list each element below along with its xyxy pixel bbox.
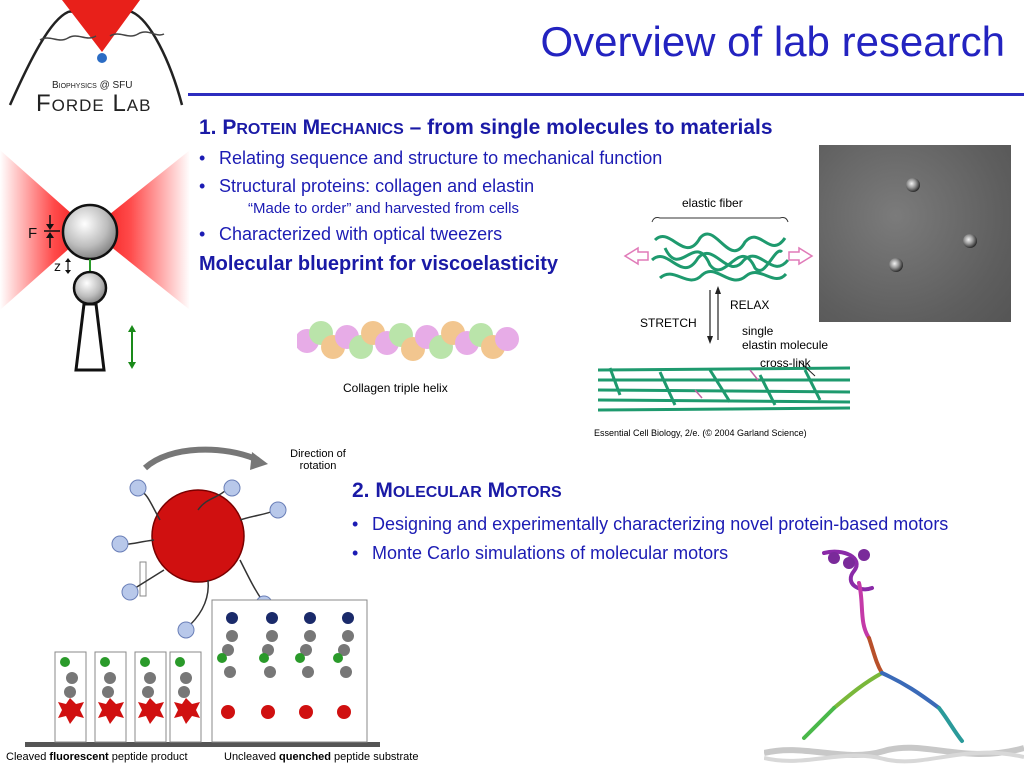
- forde-lab-logo: Biophysics @ SFU Forde Lab: [0, 0, 190, 118]
- direction-label: Direction of rotation: [280, 448, 356, 472]
- elastic-fiber-label: elastic fiber: [682, 196, 743, 210]
- section1-head-rest: – from single molecules to materials: [409, 116, 773, 139]
- section1-bullet-2: Structural proteins: collagen and elasti…: [199, 176, 534, 197]
- section1-head-m: M: [302, 116, 321, 139]
- bead: [889, 258, 903, 272]
- uncleaved-bold: quenched: [279, 751, 331, 763]
- section2-head-m2: M: [487, 479, 506, 502]
- bead: [963, 234, 977, 248]
- section1-heading: 1. PROTEIN MECHANICS – from single molec…: [199, 116, 773, 140]
- bead: [906, 178, 920, 192]
- uncleaved-suffix: peptide substrate: [331, 751, 419, 763]
- elastin-network-graphic: [597, 217, 851, 412]
- z-label: z: [54, 258, 61, 274]
- section2-head-otors: OTORS: [505, 484, 562, 501]
- cleaved-bold: fluorescent: [49, 751, 109, 763]
- cleaved-caption: Cleaved fluorescent peptide product: [6, 751, 188, 763]
- cleaved-suffix: peptide product: [108, 751, 188, 763]
- elastin-molecule-label: elastin molecule: [742, 338, 829, 352]
- section2-head-m: M: [375, 479, 393, 502]
- title-divider: [188, 93, 1024, 96]
- section1-bullet-1: Relating sequence and structure to mecha…: [199, 148, 662, 169]
- page-title: Overview of lab research: [540, 18, 1005, 65]
- elastin-figure: elastic fiber RELAX STRETCH single elast…: [590, 190, 860, 445]
- direction-label-line2: rotation: [299, 460, 337, 472]
- collagen-helix-image: [297, 311, 521, 373]
- motor-graphic: [25, 446, 380, 747]
- direction-label-line1: Direction of: [290, 448, 346, 460]
- uncleaved-caption: Uncleaved quenched peptide substrate: [224, 751, 418, 763]
- uncleaved-prefix: Uncleaved: [224, 751, 280, 763]
- logo-big-text: Forde Lab: [36, 90, 152, 117]
- section2-heading: 2. MOLECULAR MOTORS: [352, 479, 562, 503]
- single-label: single: [742, 324, 774, 338]
- section1-head-p: P: [222, 116, 237, 139]
- blueprint-statement: Molecular blueprint for viscoelasticity: [199, 253, 558, 275]
- logo-small-text: Biophysics @ SFU: [52, 80, 133, 91]
- motor-figure: Direction of rotation Cleaved fluorescen…: [0, 440, 420, 768]
- logo-mountain-graphic: [8, 0, 184, 106]
- section2-head-olecular: OLECULAR: [392, 484, 482, 501]
- laser-trap-graphic: [0, 150, 190, 372]
- section1-number: 1.: [199, 116, 217, 139]
- section1-head-rotein: ROTEIN: [236, 121, 297, 138]
- section2-number: 2.: [352, 479, 370, 502]
- collagen-caption: Collagen triple helix: [343, 381, 448, 395]
- section1-subnote: “Made to order” and harvested from cells: [248, 200, 519, 217]
- elastin-credit: Essential Cell Biology, 2/e. (© 2004 Gar…: [594, 428, 807, 438]
- cleaved-prefix: Cleaved: [6, 751, 50, 763]
- optical-tweezers-diagram: F z: [0, 140, 190, 380]
- protein-motor-structure: [764, 549, 1024, 764]
- stretch-label: STRETCH: [640, 316, 697, 330]
- section1-head-echanics: ECHANICS: [320, 121, 404, 138]
- bead-micrograph: [819, 145, 1011, 322]
- section2-bullet-1: Designing and experimentally characteriz…: [352, 514, 948, 535]
- force-label: F: [28, 225, 38, 242]
- cross-link-label: cross-link: [760, 356, 811, 370]
- section1-bullet-3: Characterized with optical tweezers: [199, 224, 502, 245]
- relax-label: RELAX: [730, 298, 770, 312]
- section2-bullet-2: Monte Carlo simulations of molecular mot…: [352, 543, 728, 564]
